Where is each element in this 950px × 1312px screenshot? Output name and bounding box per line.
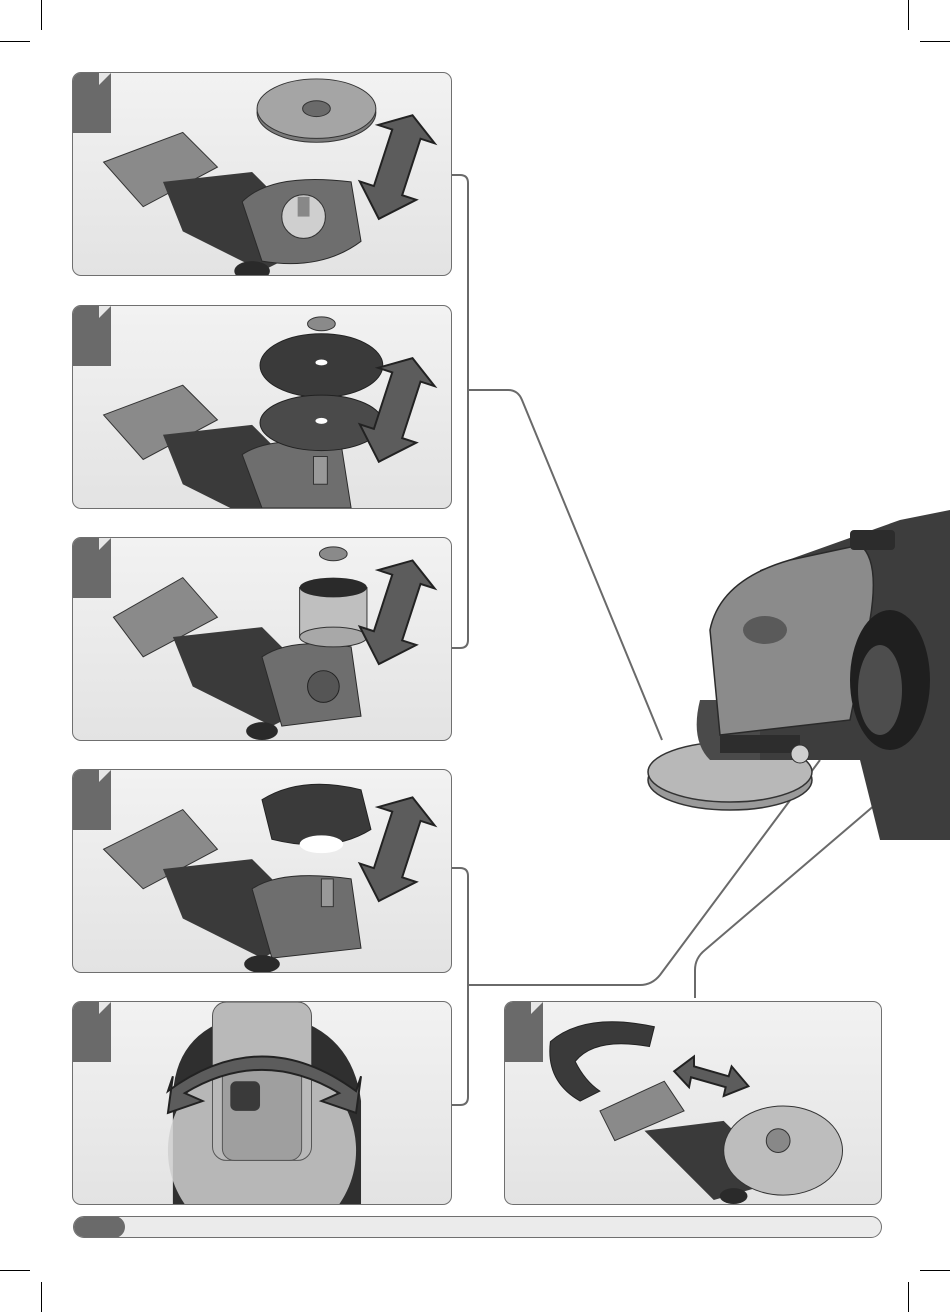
curved-double-arrow-icon [73, 1002, 451, 1204]
crop-mark [920, 1270, 950, 1271]
footer-bar [73, 1216, 882, 1238]
double-arrow-icon [73, 538, 451, 740]
crop-mark [908, 0, 909, 30]
panel-fit-guard [72, 769, 452, 973]
double-arrow-icon [73, 306, 451, 508]
crop-mark [0, 41, 30, 42]
crop-mark [0, 1270, 30, 1271]
crop-mark [41, 1282, 42, 1312]
panel-rotate-guard [72, 1001, 452, 1205]
crop-mark [908, 1282, 909, 1312]
double-arrow-icon [73, 770, 451, 972]
panel-fit-wire-brush [72, 537, 452, 741]
crop-mark [41, 0, 42, 30]
crop-mark [920, 41, 950, 42]
double-arrow-icon [73, 73, 451, 275]
horizontal-double-arrow-icon [505, 1002, 881, 1204]
page-number-pill [73, 1216, 125, 1238]
panel-remove-guard [504, 1001, 882, 1205]
panel-fit-sanding-disc [72, 305, 452, 509]
grinder-main-illustration [648, 510, 950, 840]
panel-fit-cutting-disc [72, 72, 452, 276]
